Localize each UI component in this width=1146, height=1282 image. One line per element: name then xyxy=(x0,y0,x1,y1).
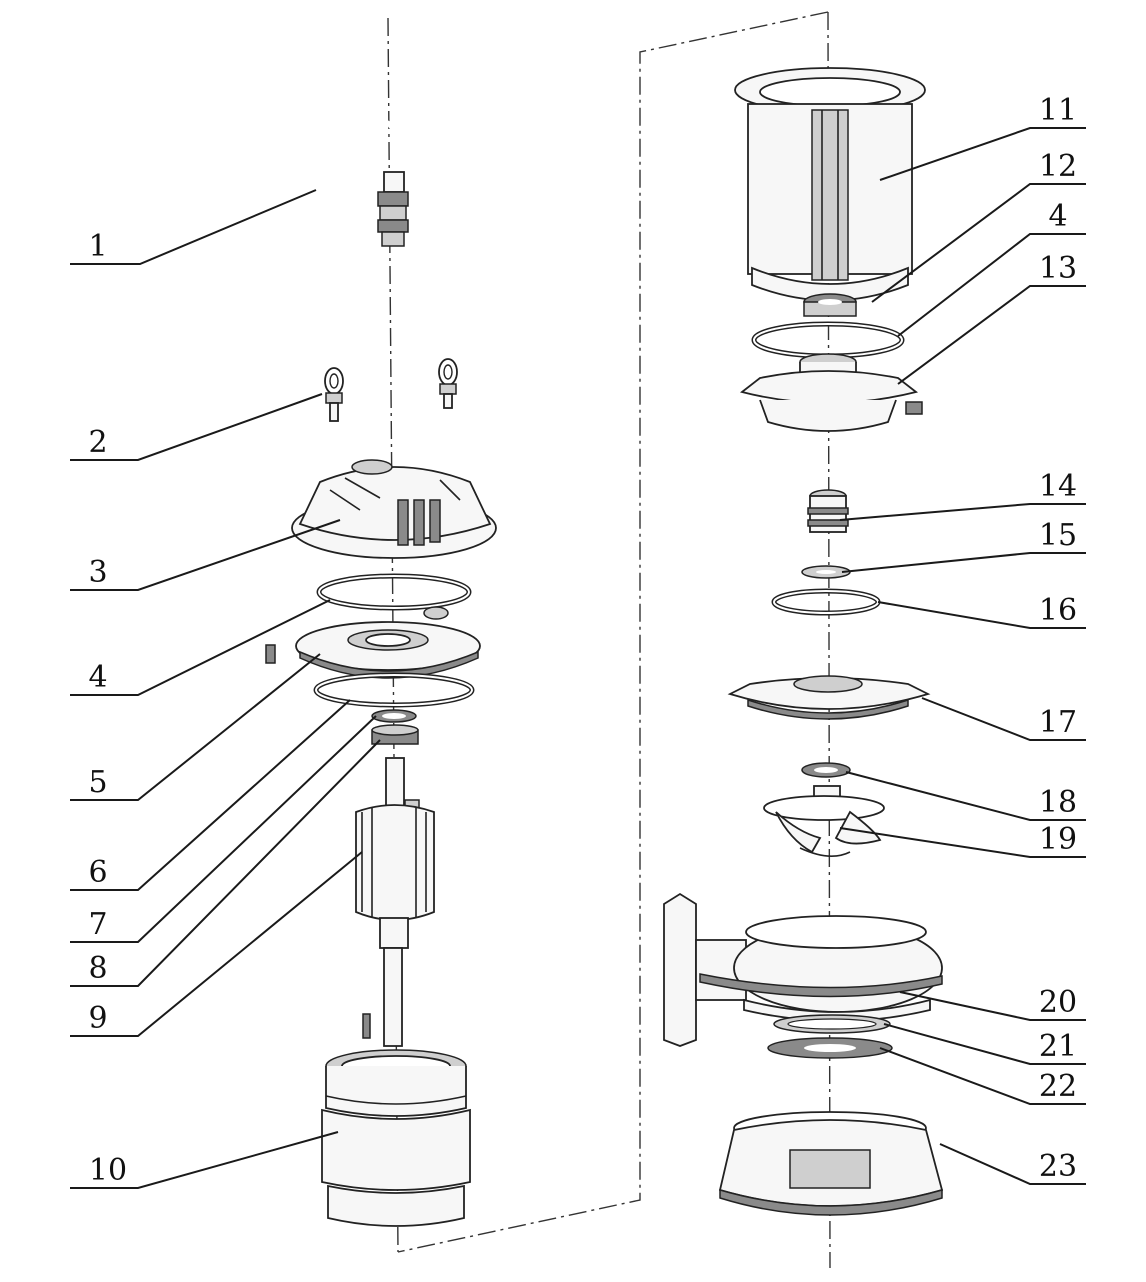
label-part-20: 20 xyxy=(1039,985,1077,1020)
part-1-cable xyxy=(265,117,409,664)
leader-lines-left xyxy=(70,189,381,1189)
part-3-top-cover xyxy=(291,459,497,559)
part-6-o-ring xyxy=(313,672,475,708)
labels-left: 1 2 3 4 5 6 7 8 9 10 xyxy=(88,229,127,1188)
part-7-seal xyxy=(371,709,417,723)
label-part-9: 9 xyxy=(88,1001,107,1036)
label-part-7: 7 xyxy=(88,907,107,942)
label-part-2: 2 xyxy=(88,425,107,460)
label-part-16: 16 xyxy=(1039,593,1077,628)
part-2-eye-bolts xyxy=(324,358,458,422)
label-part-22: 22 xyxy=(1039,1069,1077,1104)
part-10-stator-housing xyxy=(321,1049,471,1227)
part-12-bearing xyxy=(803,293,857,317)
label-part-14: 14 xyxy=(1039,469,1077,504)
label-part-17: 17 xyxy=(1039,705,1077,740)
part-13-pump-cover xyxy=(739,353,923,432)
part-17-seal-plate xyxy=(727,675,931,720)
label-part-15: 15 xyxy=(1039,518,1077,553)
label-part-23: 23 xyxy=(1039,1149,1077,1184)
part-22-suction-plate xyxy=(767,1037,893,1059)
leader-lines-right xyxy=(839,127,1086,1185)
part-11-motor-frame xyxy=(734,67,926,302)
part-15-washer xyxy=(801,565,851,579)
part-9-rotor-shaft xyxy=(355,757,435,1047)
part-5-bearing-plate xyxy=(295,621,481,679)
label-part-5: 5 xyxy=(88,765,107,800)
label-part-6: 6 xyxy=(88,855,107,890)
part-8-bearing xyxy=(371,724,419,745)
labels-right: 11 12 4 13 14 15 16 17 18 19 20 21 22 23 xyxy=(1039,93,1077,1184)
label-part-21: 21 xyxy=(1039,1029,1077,1064)
label-part-19: 19 xyxy=(1039,822,1077,857)
part-21-wear-ring xyxy=(773,1014,891,1034)
part-23-base-stand xyxy=(718,1111,944,1216)
label-part-4-right: 4 xyxy=(1048,199,1067,234)
label-part-11: 11 xyxy=(1039,93,1077,128)
part-19-impeller xyxy=(763,785,885,857)
label-part-13: 13 xyxy=(1039,251,1077,286)
part-14-mechanical-seal xyxy=(807,489,849,533)
part-4-o-ring-left xyxy=(316,573,472,620)
part-20-volute-casing xyxy=(663,892,943,1047)
label-part-4-left: 4 xyxy=(88,660,107,695)
label-part-8: 8 xyxy=(88,951,107,986)
label-part-3: 3 xyxy=(88,555,107,590)
part-16-o-ring xyxy=(771,588,881,616)
label-part-12: 12 xyxy=(1039,149,1077,184)
part-18-seal-ring xyxy=(801,762,851,778)
label-part-10: 10 xyxy=(89,1153,127,1188)
label-part-18: 18 xyxy=(1039,785,1077,820)
label-part-1: 1 xyxy=(88,229,107,264)
